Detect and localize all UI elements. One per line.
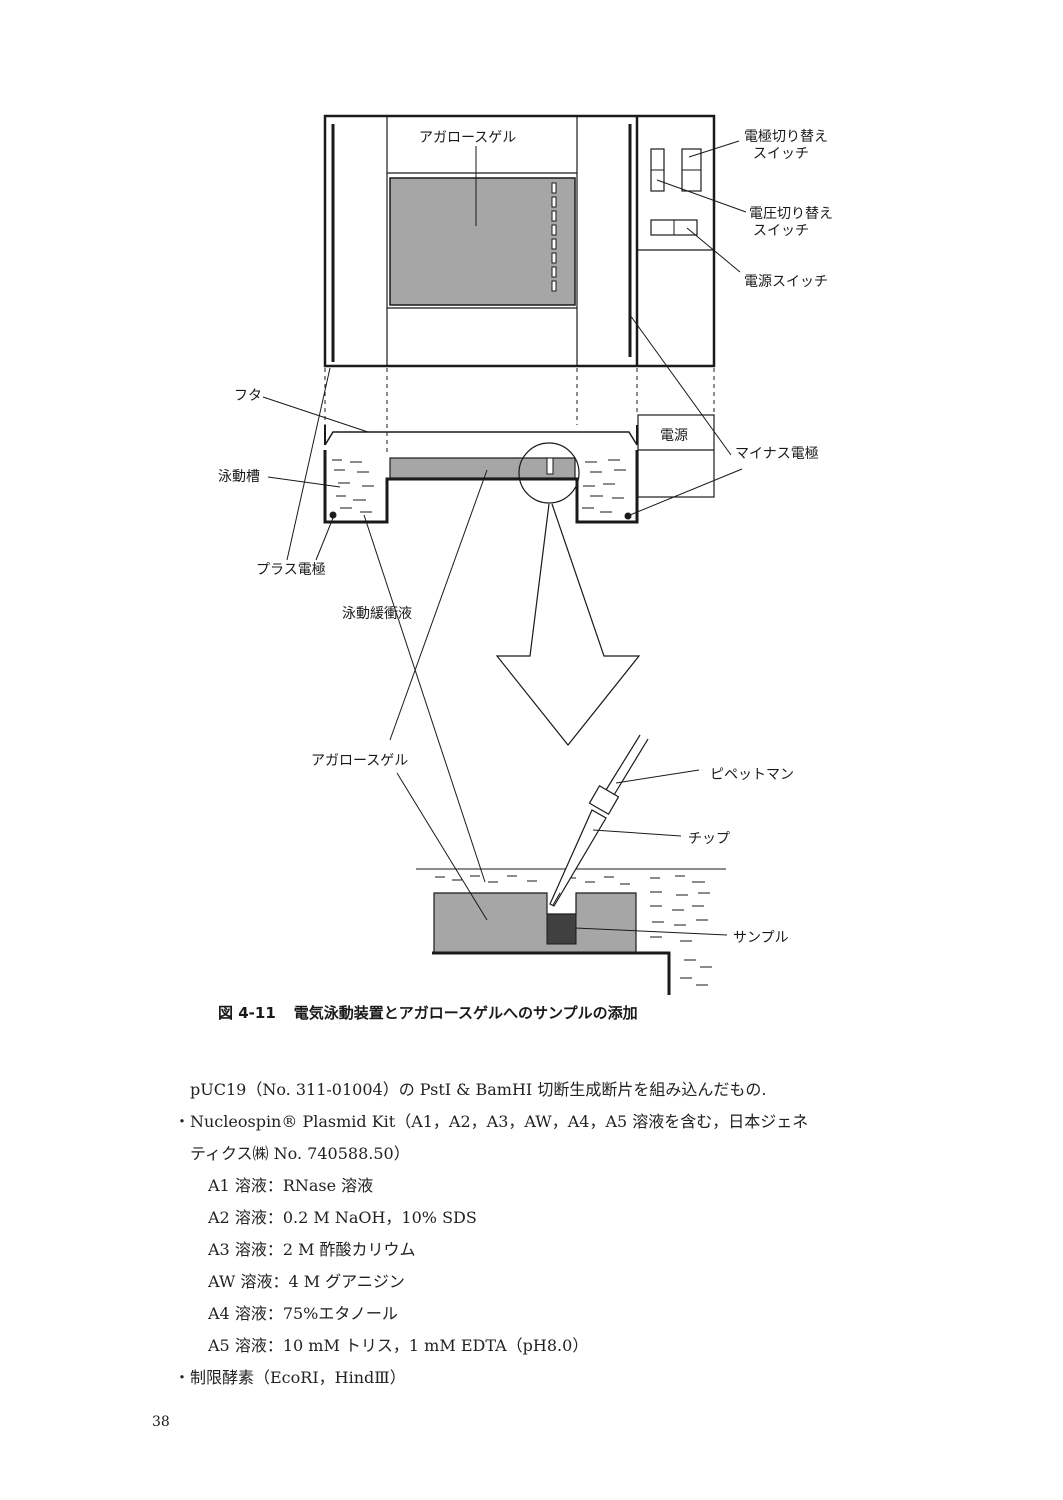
label-electrode-switch-1: 電極切り替え: [744, 129, 828, 145]
electrophoresis-figure: アガロースゲル 電極切り替え スイッチ 電圧切り替え スイッチ 電源スイッチ フ…: [218, 114, 833, 995]
text-line: AW 溶液：4 M グアニジン: [208, 1272, 405, 1291]
buffer-marks-right: [582, 459, 626, 513]
text-line: A3 溶液：2 M 酢酸カリウム: [208, 1240, 416, 1259]
label-buffer: 泳動緩衝液: [342, 606, 412, 622]
apparatus-top-view: [323, 114, 716, 368]
label-minus-electrode: マイナス電極: [735, 446, 819, 462]
label-agarose-gel-bottom: アガロースゲル: [311, 753, 408, 769]
label-voltage-switch-2: スイッチ: [753, 223, 809, 239]
label-sample: サンプル: [733, 930, 789, 946]
label-plus-electrode: プラス電極: [256, 562, 326, 578]
label-power-switch: 電源スイッチ: [744, 274, 828, 290]
page-number: 38: [152, 1414, 170, 1430]
text-line: A1 溶液：RNase 溶液: [208, 1176, 374, 1195]
magnify-arrow: [495, 503, 641, 746]
projection-lines: [324, 368, 715, 455]
buffer-marks-left: [332, 459, 374, 513]
label-tank: 泳動槽: [218, 469, 260, 485]
figure-caption: 図 4-11 電気泳動装置とアガロースゲルへのサンプルの添加: [218, 1002, 656, 1023]
text-line: ・制限酵素（EcoRⅠ，HindⅢ）: [174, 1368, 406, 1387]
label-voltage-switch-1: 電圧切り替え: [749, 206, 833, 222]
text-line: ティクス㈱ No. 740588.50）: [190, 1144, 410, 1163]
label-agarose-gel-top: アガロースゲル: [419, 130, 516, 146]
apparatus-side-view: [323, 414, 715, 524]
figure-title: 電気泳動装置とアガロースゲルへのサンプルの添加: [293, 1004, 638, 1022]
label-electrode-switch-2: スイッチ: [753, 146, 809, 162]
text-line: A2 溶液：0.2 M NaOH，10% SDS: [208, 1208, 477, 1227]
text-line: A5 溶液：10 mM トリス，1 mM EDTA（pH8.0）: [208, 1336, 589, 1355]
label-tip: チップ: [688, 831, 730, 847]
text-line: pUC19（No. 311-01004）の PstI & BamHI 切断生成断…: [190, 1080, 767, 1099]
label-lid: フタ: [234, 388, 262, 404]
leader-lines: [262, 140, 747, 936]
text-line: A4 溶液：75%エタノール: [208, 1304, 398, 1323]
gel-wells: [551, 182, 557, 292]
text-line: ・Nucleospin® Plasmid Kit（A1，A2，A3，AW，A4，…: [174, 1112, 809, 1131]
label-pipetman: ピペットマン: [710, 767, 794, 783]
well-detail: [416, 734, 726, 995]
label-power-supply: 電源: [660, 428, 688, 444]
figure-number: 図 4-11: [218, 1004, 276, 1022]
